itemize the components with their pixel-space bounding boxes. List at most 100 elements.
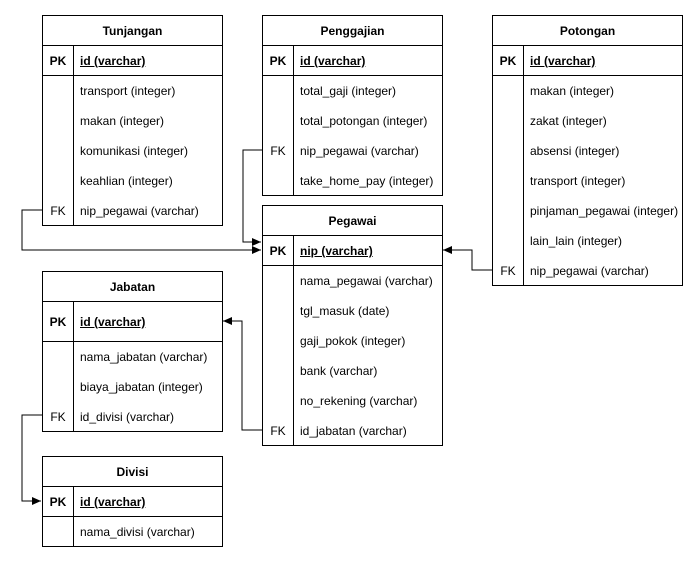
key-label: FK (500, 264, 516, 278)
key-label: FK (270, 144, 286, 158)
entity-penggajian[interactable]: Penggajian PK id (varchar) total_gaji (i… (262, 15, 443, 196)
field-label: pinjaman_pegawai (integer) (530, 204, 679, 218)
field-label: zakat (integer) (530, 114, 607, 128)
key-label (43, 372, 73, 402)
field-label: nip_pegawai (varchar) (80, 204, 199, 218)
key-label (493, 166, 523, 196)
key-label (493, 196, 523, 226)
key-label (493, 226, 523, 256)
field-label: nama_jabatan (varchar) (80, 350, 208, 364)
pk-label: PK (269, 244, 287, 258)
field-row: absensi (integer) (493, 136, 682, 166)
field-row: nama_pegawai (varchar) (263, 266, 442, 296)
field-row: gaji_pokok (integer) (263, 326, 442, 356)
key-label (263, 296, 293, 326)
key-label (493, 76, 523, 106)
entity-pegawai[interactable]: Pegawai PK nip (varchar) nama_pegawai (v… (262, 205, 443, 446)
key-label (263, 266, 293, 296)
connector-penggajian-pegawai (242, 149, 262, 246)
key-label: FK (270, 424, 286, 438)
field-row: total_potongan (integer) (263, 106, 442, 136)
key-label (43, 136, 73, 166)
entity-potongan[interactable]: Potongan PK id (varchar) makan (integer)… (492, 15, 683, 286)
field-label: nip_pegawai (varchar) (300, 144, 419, 158)
entity-tunjangan[interactable]: Tunjangan PK id (varchar) transport (int… (42, 15, 223, 226)
field-row: no_rekening (varchar) (263, 386, 442, 416)
key-label (43, 517, 73, 547)
pk-label: PK (49, 54, 67, 68)
entity-title: Tunjangan (43, 16, 222, 46)
field-label: nip_pegawai (varchar) (530, 264, 649, 278)
field-label: komunikasi (integer) (80, 144, 189, 158)
key-label (263, 386, 293, 416)
pk-field: nip (varchar) (300, 244, 373, 258)
field-label: transport (integer) (80, 84, 176, 98)
field-row: nama_jabatan (varchar) (43, 342, 222, 372)
field-label: transport (integer) (530, 174, 626, 188)
pk-label: PK (499, 54, 517, 68)
field-row: transport (integer) (43, 76, 222, 106)
field-row: lain_lain (integer) (493, 226, 682, 256)
pk-row: PK id (varchar) (493, 46, 682, 76)
field-label: no_rekening (varchar) (300, 394, 418, 408)
entity-jabatan[interactable]: Jabatan PK id (varchar) nama_jabatan (va… (42, 271, 223, 432)
field-row: transport (integer) (493, 166, 682, 196)
connector-pegawai-jabatan (223, 317, 262, 431)
field-row: bank (varchar) (263, 356, 442, 386)
key-label: FK (50, 204, 66, 218)
field-label: makan (integer) (80, 114, 165, 128)
key-label (263, 326, 293, 356)
field-label: take_home_pay (integer) (300, 174, 434, 188)
key-label (263, 106, 293, 136)
field-row: keahlian (integer) (43, 166, 222, 196)
entity-divisi[interactable]: Divisi PK id (varchar) nama_divisi (varc… (42, 456, 223, 547)
field-row: FK nip_pegawai (varchar) (43, 196, 222, 226)
key-label (263, 76, 293, 106)
field-row: zakat (integer) (493, 106, 682, 136)
field-label: total_gaji (integer) (300, 84, 397, 98)
entity-title: Jabatan (43, 272, 222, 302)
field-label: gaji_pokok (integer) (300, 334, 406, 348)
field-label: bank (varchar) (300, 364, 378, 378)
field-row: total_gaji (integer) (263, 76, 442, 106)
field-row: makan (integer) (493, 76, 682, 106)
field-row: tgl_masuk (date) (263, 296, 442, 326)
entity-title: Divisi (43, 457, 222, 487)
field-row: nama_divisi (varchar) (43, 517, 222, 547)
key-label (493, 106, 523, 136)
pk-field: id (varchar) (300, 54, 366, 68)
pk-field: id (varchar) (80, 315, 146, 329)
field-row: biaya_jabatan (integer) (43, 372, 222, 402)
field-label: nama_pegawai (varchar) (300, 274, 433, 288)
pk-field: id (varchar) (80, 495, 146, 509)
key-label (263, 356, 293, 386)
key-label: FK (50, 410, 66, 424)
field-row: komunikasi (integer) (43, 136, 222, 166)
field-label: lain_lain (integer) (530, 234, 623, 248)
field-label: biaya_jabatan (integer) (80, 380, 203, 394)
pk-field: id (varchar) (80, 54, 146, 68)
key-label (43, 166, 73, 196)
pk-row: PK id (varchar) (43, 46, 222, 76)
field-row: take_home_pay (integer) (263, 166, 442, 196)
pk-row: PK id (varchar) (43, 302, 222, 342)
field-label: id_jabatan (varchar) (300, 424, 407, 438)
connector-tunjangan-pegawai (21, 209, 261, 254)
connector-potongan-pegawai (443, 246, 492, 271)
field-row: FK id_jabatan (varchar) (263, 416, 442, 446)
field-label: keahlian (integer) (80, 174, 173, 188)
field-row: makan (integer) (43, 106, 222, 136)
field-row: pinjaman_pegawai (integer) (493, 196, 682, 226)
pk-field: id (varchar) (530, 54, 596, 68)
entity-title: Pegawai (263, 206, 442, 236)
connector-jabatan-divisi (21, 414, 42, 505)
field-label: total_potongan (integer) (300, 114, 428, 128)
field-row: FK nip_pegawai (varchar) (493, 256, 682, 286)
entity-title: Penggajian (263, 16, 442, 46)
field-label: nama_divisi (varchar) (80, 525, 195, 539)
key-label (43, 76, 73, 106)
field-label: absensi (integer) (530, 144, 620, 158)
field-label: tgl_masuk (date) (300, 304, 390, 318)
